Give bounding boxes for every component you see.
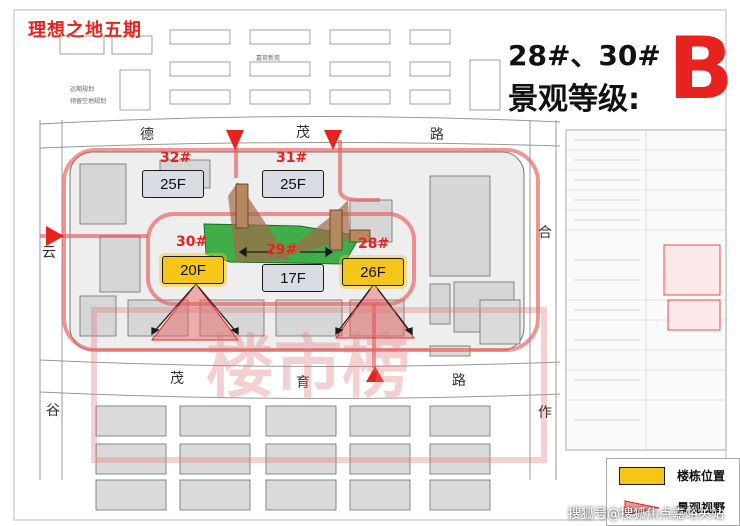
project-title: 理想之地五期 bbox=[28, 20, 142, 41]
stamp bbox=[663, 244, 721, 296]
stamp bbox=[667, 299, 721, 331]
entry-arrow-icon bbox=[366, 366, 384, 382]
view-corridor-outer bbox=[62, 148, 540, 352]
map-note: 远期规划 bbox=[70, 86, 95, 93]
entry-arrow-icon bbox=[324, 130, 342, 150]
building-number-30: 30# bbox=[176, 234, 208, 250]
north-road-char: 德 bbox=[140, 127, 154, 143]
landscape-grade-label: 景观等级: bbox=[508, 82, 640, 117]
legend-view-label: 景观视野 bbox=[677, 501, 726, 515]
legend-view-icon bbox=[624, 500, 660, 516]
building-number-32: 32# bbox=[160, 150, 192, 166]
building-number-29: 29# bbox=[266, 242, 298, 258]
building-32-floors: 25F bbox=[142, 170, 204, 198]
building-number-28: 28# bbox=[358, 236, 390, 252]
east-road-char: 作 bbox=[538, 405, 552, 421]
building-30-floors: 20F bbox=[162, 256, 224, 284]
legend-building-label: 楼栋位置 bbox=[677, 469, 726, 483]
west-road-char: 云 bbox=[42, 245, 56, 261]
building-28-floors: 26F bbox=[342, 258, 404, 286]
entry-arrow-icon bbox=[226, 130, 244, 150]
building-number-31: 31# bbox=[276, 150, 308, 166]
building-29-floors: 17F bbox=[262, 264, 324, 292]
west-road-char: 谷 bbox=[46, 403, 60, 419]
neighborhood-label: 嘉荷新苑 bbox=[256, 55, 281, 62]
north-road-char: 路 bbox=[430, 127, 444, 143]
building-31-floors: 25F bbox=[262, 170, 324, 198]
south-road-char: 路 bbox=[452, 373, 466, 389]
map-note: 预留空地规划 bbox=[70, 98, 107, 105]
view-fan-30 bbox=[150, 283, 239, 341]
south-road-char: 茂 bbox=[170, 371, 184, 387]
source-watermark: 搜狐号@搜狐焦点嘉峪关站 bbox=[567, 507, 724, 522]
east-road-char: 合 bbox=[538, 225, 552, 241]
south-road-char: 育 bbox=[296, 375, 310, 391]
buildings-heading: 28#、30# bbox=[508, 39, 661, 72]
landscape-grade-value: B bbox=[668, 19, 734, 119]
north-road-char: 茂 bbox=[296, 125, 310, 141]
entry-arrow-icon bbox=[46, 226, 64, 246]
watermark-brand: 楼市榜 bbox=[206, 329, 411, 408]
view-corridor-inner bbox=[146, 212, 416, 306]
map-legend: 楼栋位置 景观视野 bbox=[606, 458, 740, 526]
watermark-frame bbox=[91, 307, 547, 463]
legend-building-swatch bbox=[619, 467, 665, 485]
